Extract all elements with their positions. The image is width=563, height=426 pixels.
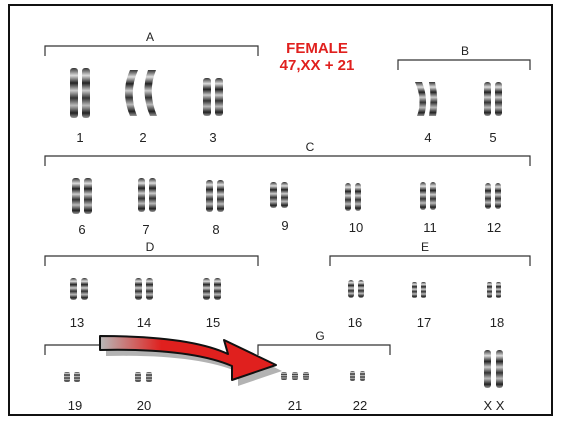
chromosome-pair-17 [412,282,426,298]
chromosome-pair-4 [415,82,437,116]
bracket-c [45,156,530,166]
bracket-g [258,345,390,355]
chromosome-label-2: 2 [139,130,146,145]
chromosome-pair-18 [487,282,501,298]
chromosome-row-1 [70,68,502,118]
chromosome-label-6: 6 [78,222,85,237]
chromosome-pair-12 [485,183,501,209]
chromosome-label-5: 5 [489,130,496,145]
chromosome-trisomy-21 [281,372,309,380]
chromosome-label-9: 9 [281,218,288,233]
group-label-g: G [315,329,324,343]
chromosome-label-3: 3 [209,130,216,145]
chromosome-label-18: 18 [490,315,504,330]
chromosome-label-13: 13 [70,315,84,330]
chromosome-pair-9 [270,182,288,208]
group-label-c: C [306,140,315,154]
chromosome-pair-3 [203,78,223,116]
chromosome-label-20: 20 [137,398,151,413]
chromosome-row-2 [72,178,501,214]
chromosome-pair-1 [70,68,90,118]
chromosome-pair-7 [138,178,156,212]
chromosome-label-11: 11 [423,220,437,235]
group-label-d: D [146,240,155,254]
chromosome-pair-19 [64,372,80,382]
chromosome-pair-16 [348,280,364,298]
chromosome-label-16: 16 [348,315,362,330]
bracket-b [398,60,530,70]
chromosome-label-7: 7 [142,222,149,237]
chromosome-pair-20 [135,372,152,382]
bracket-e [330,256,530,266]
chromosome-label-10: 10 [349,220,363,235]
chromosome-pair-xx [484,350,503,388]
chromosome-label-19: 19 [68,398,82,413]
chromosome-label-8: 8 [212,222,219,237]
chromosome-pair-14 [135,278,153,300]
chromosome-label-14: 14 [137,315,151,330]
chromosome-pair-13 [70,278,88,300]
chromosome-row-3 [70,278,501,300]
group-label-a: A [146,30,154,44]
chromosome-pair-11 [420,182,436,210]
chromosome-label-1: 1 [76,130,83,145]
chromosome-pair-15 [203,278,221,300]
chromosome-pair-5 [484,82,502,116]
chromosome-label-12: 12 [487,220,501,235]
chromosome-pair-6 [72,178,92,214]
trisomy-arrow-icon [100,336,282,386]
chromosome-label-21: 21 [288,398,302,413]
bracket-a [45,46,258,56]
chromosome-label-sex: X X [484,398,505,413]
chromosome-pair-22 [350,371,365,381]
chromosome-label-22: 22 [353,398,367,413]
chromosome-pair-2 [125,70,157,116]
bracket-d [45,256,258,266]
chromosome-pair-8 [206,180,224,212]
chromosome-label-17: 17 [417,315,431,330]
chromosome-label-15: 15 [206,315,220,330]
chromosome-pair-10 [345,183,361,211]
group-label-b: B [461,44,469,58]
chromosome-label-4: 4 [424,130,431,145]
group-label-e: E [421,240,429,254]
